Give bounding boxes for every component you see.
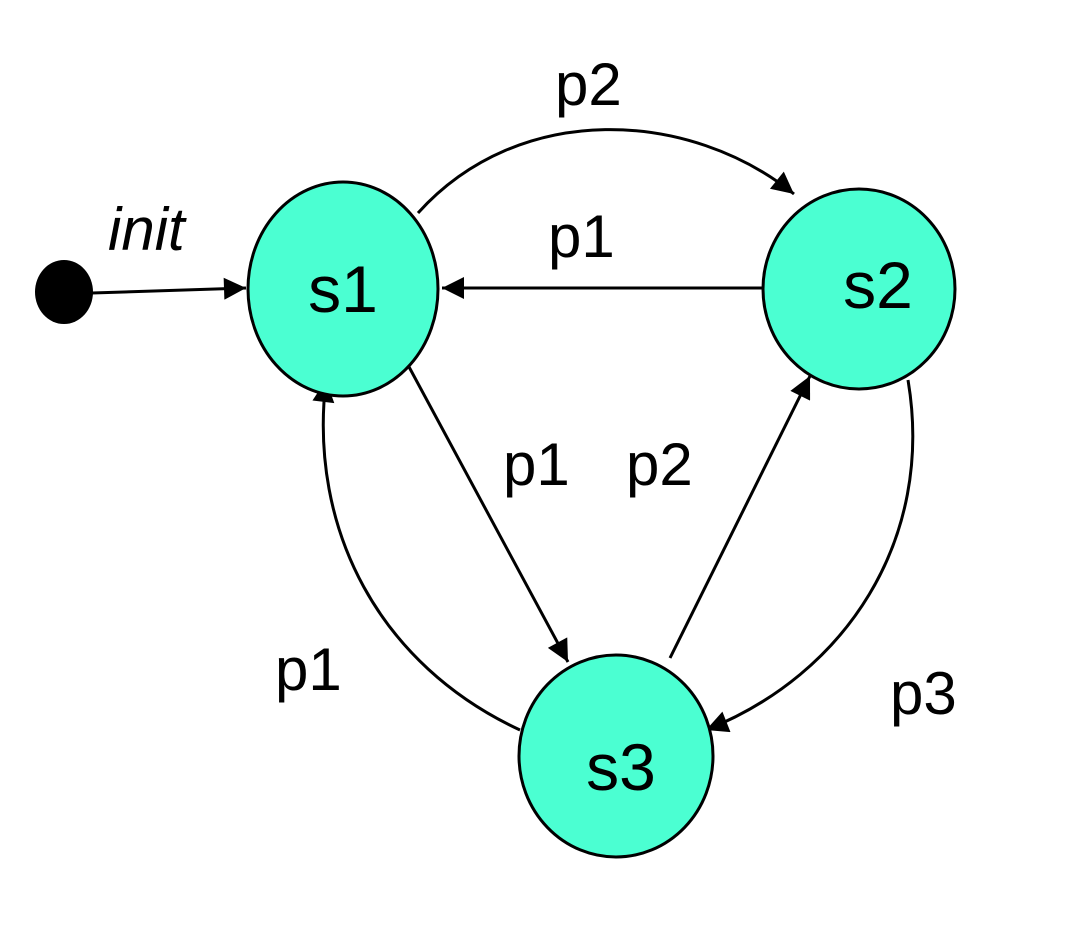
state-s2-label: s2 xyxy=(843,248,913,322)
label-edge-s2-s1: p1 xyxy=(548,203,615,270)
edge-s3-s1 xyxy=(312,379,521,732)
state-s1-circle xyxy=(246,180,440,398)
edge-init-s1 xyxy=(91,277,247,300)
label-edge-s1-s2: p2 xyxy=(555,51,622,118)
edge-s3-s2 xyxy=(668,375,812,659)
label-edge-s1-s3: p1 xyxy=(503,431,570,498)
state-s1-label: s1 xyxy=(308,252,378,326)
state-s2-circle xyxy=(761,187,957,391)
edge-s1-s2 xyxy=(416,128,795,215)
state-s3-label: s3 xyxy=(586,730,656,804)
initial-state-dot xyxy=(35,260,93,324)
edge-s2-s3 xyxy=(705,379,915,733)
state-s2[interactable]: s2 xyxy=(761,187,957,391)
state-s1[interactable]: s1 xyxy=(246,180,440,398)
state-s3[interactable]: s3 xyxy=(517,653,715,859)
label-edge-s3-s2: p2 xyxy=(626,431,693,498)
label-init: init xyxy=(108,196,187,263)
edge-s1-s3 xyxy=(406,364,570,663)
state-s3-circle xyxy=(517,653,715,859)
label-edge-s2-s3: p3 xyxy=(890,660,957,727)
label-edge-s3-s1: p1 xyxy=(275,636,342,703)
